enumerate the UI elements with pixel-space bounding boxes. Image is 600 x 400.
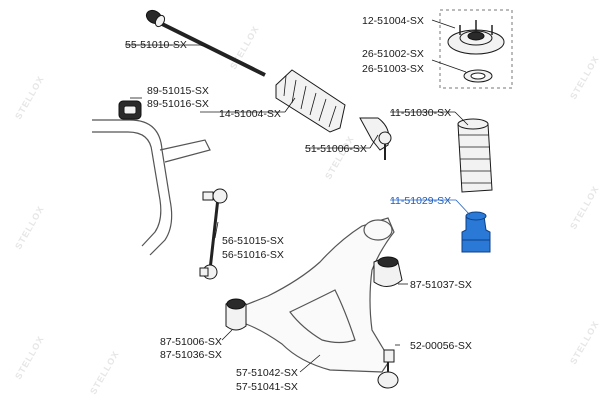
steering-boot — [275, 69, 346, 133]
label-tie-rod-end: 51-51006-SX — [305, 143, 367, 155]
label-bushing-b: 89-51016-SX — [147, 98, 209, 110]
label-control-arm-a: 57-51042-SX — [236, 367, 298, 379]
strut-mount — [447, 20, 505, 55]
svg-text:STELLOX: STELLOX — [568, 54, 600, 101]
svg-text:STELLOX: STELLOX — [13, 334, 46, 381]
svg-text:STELLOX: STELLOX — [13, 74, 46, 121]
leader-lines — [125, 19, 471, 373]
lower-control-arm — [237, 217, 395, 373]
tie-rod — [145, 9, 266, 77]
stabilizer-link — [199, 188, 228, 280]
svg-text:STELLOX: STELLOX — [568, 319, 600, 366]
watermark-right: STELLOX STELLOX STELLOX — [568, 54, 600, 366]
part-labels: 55-51010-SX 89-51015-SX 89-51016-SX 14-5… — [125, 15, 472, 393]
strut-mount-group-box — [439, 9, 513, 89]
stabilizer-bar — [92, 119, 211, 256]
label-bearing-a: 26-51002-SX — [362, 48, 424, 60]
svg-text:STELLOX: STELLOX — [568, 184, 600, 231]
svg-text:STELLOX: STELLOX — [88, 349, 121, 396]
silent-block — [373, 256, 403, 287]
ball-joint — [377, 349, 399, 389]
label-bushing-a: 89-51015-SX — [147, 85, 209, 97]
tie-rod-end — [359, 117, 392, 160]
label-link-b: 56-51016-SX — [222, 249, 284, 261]
label-control-arm-b: 57-51041-SX — [236, 381, 298, 393]
label-arm-bush-b: 87-51036-SX — [160, 349, 222, 361]
watermark-left: STELLOX STELLOX STELLOX — [13, 74, 46, 381]
svg-text:STELLOX: STELLOX — [323, 134, 356, 181]
label-link-a: 56-51015-SX — [222, 235, 284, 247]
strut-bearing — [463, 69, 493, 83]
label-dust-cover: 11-51030-SX — [390, 107, 451, 119]
label-arm-bush-a: 87-51006-SX — [160, 336, 222, 348]
label-boot: 14-51004-SX — [219, 108, 281, 120]
label-strut-mount: 12-51004-SX — [362, 15, 424, 27]
label-tie-rod: 55-51010-SX — [125, 39, 187, 51]
label-bearing-b: 26-51003-SX — [362, 63, 424, 75]
svg-text:STELLOX: STELLOX — [13, 204, 46, 251]
bump-stop — [461, 211, 491, 253]
stabilizer-bushing — [118, 100, 142, 120]
label-ball-joint: 52-00056-SX — [410, 340, 472, 352]
dust-cover — [457, 118, 493, 193]
arm-bushing — [225, 298, 247, 331]
label-bump-stop: 11-51029-SX — [390, 195, 451, 207]
label-silent-block: 87-51037-SX — [410, 279, 472, 291]
